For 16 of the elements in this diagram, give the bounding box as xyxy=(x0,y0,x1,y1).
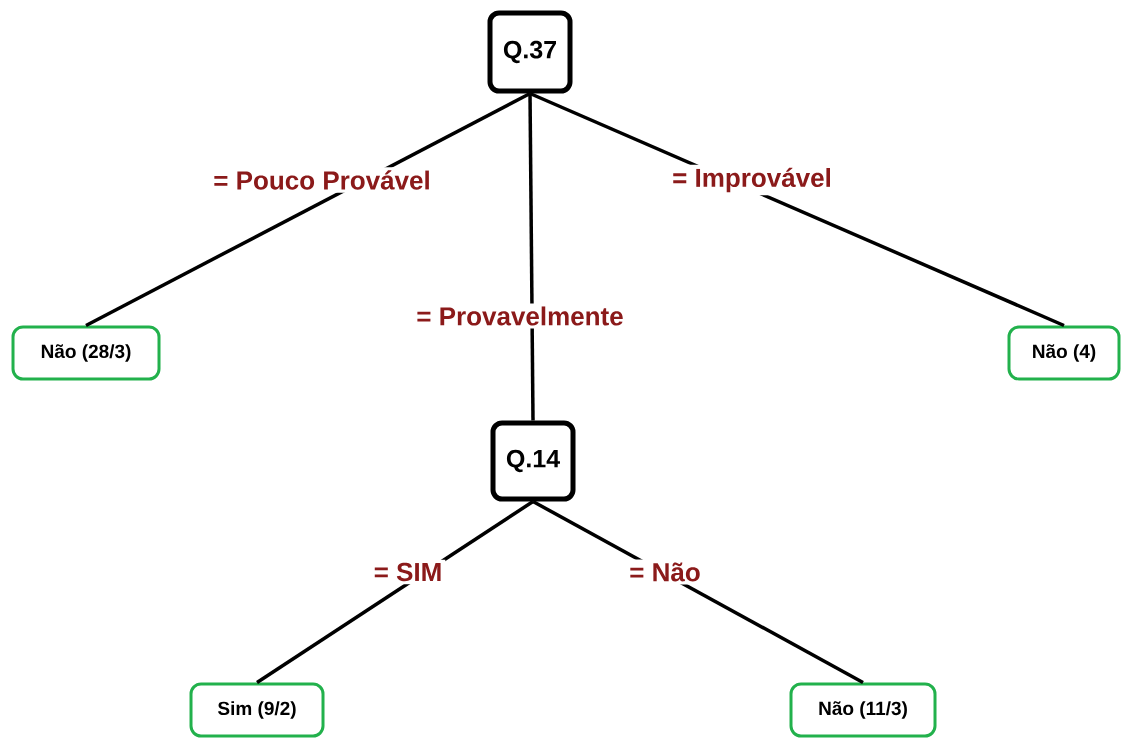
leaf-box: Não (11/3) xyxy=(789,682,937,738)
connector-line xyxy=(532,499,864,685)
leaf-box: Sim (9/2) xyxy=(189,682,325,738)
edge-label: = Pouco Provável xyxy=(210,167,434,193)
connector-line xyxy=(256,500,534,684)
connector-line xyxy=(85,91,531,328)
leaf-box: Não (4) xyxy=(1007,325,1121,381)
edge-label: = Não xyxy=(626,559,704,585)
decision-box: Q.37 xyxy=(487,10,573,94)
edge-label: = Improvável xyxy=(669,164,835,196)
connector-line xyxy=(529,91,1065,328)
edge-label: = SIM xyxy=(370,559,446,585)
leaf-box: Não (28/3) xyxy=(11,325,161,381)
decision-box: Q.14 xyxy=(490,420,576,502)
connector-line xyxy=(528,93,535,421)
edge-label: = Provavelmente xyxy=(413,303,627,329)
